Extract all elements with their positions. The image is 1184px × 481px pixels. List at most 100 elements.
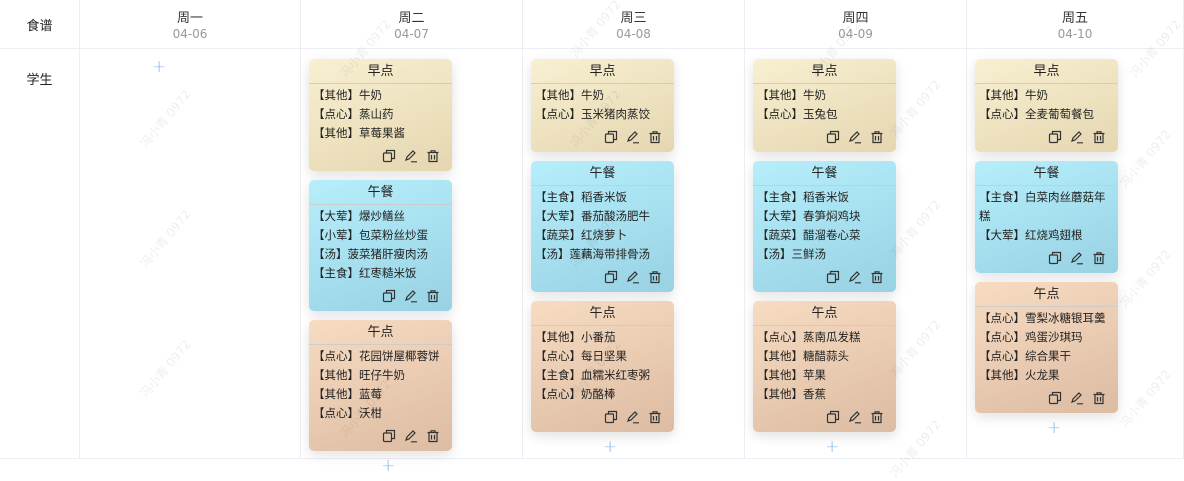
meal-title: 早点 <box>309 59 452 84</box>
delete-icon[interactable] <box>1092 391 1106 405</box>
delete-icon[interactable] <box>648 270 662 284</box>
meal-card-breakfast: 早点【其他】牛奶【点心】玉米猪肉蒸饺 <box>531 59 674 152</box>
edit-icon[interactable] <box>848 130 862 144</box>
meal-item: 【点心】奶酪棒 <box>535 387 616 401</box>
meal-item: 【大荤】爆炒鳝丝 <box>313 209 405 223</box>
meal-title: 早点 <box>753 59 896 84</box>
add-meal-button[interactable]: + <box>1047 418 1062 438</box>
day-date: 04-08 <box>616 27 651 41</box>
edit-icon[interactable] <box>626 130 640 144</box>
copy-icon[interactable] <box>604 410 618 424</box>
copy-icon[interactable] <box>826 270 840 284</box>
day-cell: 早点【其他】牛奶【点心】玉兔包午餐【主食】稻香米饭【大荤】春笋焖鸡块【蔬菜】醋溜… <box>745 49 967 459</box>
copy-icon[interactable] <box>1048 251 1062 265</box>
copy-icon[interactable] <box>382 429 396 443</box>
meal-item: 【主食】稻香米饭 <box>757 190 849 204</box>
copy-icon[interactable] <box>604 270 618 284</box>
delete-icon[interactable] <box>648 410 662 424</box>
delete-icon[interactable] <box>426 429 440 443</box>
day-cell: 早点【其他】牛奶【点心】玉米猪肉蒸饺午餐【主食】稻香米饭【大荤】番茄酸汤肥牛【蔬… <box>523 49 745 459</box>
meal-item: 【点心】沃柑 <box>313 406 382 420</box>
meal-item: 【主食】血糯米红枣粥 <box>535 368 650 382</box>
edit-icon[interactable] <box>848 270 862 284</box>
meal-item: 【汤】莲藕海带排骨汤 <box>535 247 650 261</box>
meal-item: 【小荤】包菜粉丝炒蛋 <box>313 228 428 242</box>
delete-icon[interactable] <box>426 289 440 303</box>
edit-icon[interactable] <box>626 410 640 424</box>
meal-item: 【点心】玉米猪肉蒸饺 <box>535 107 650 121</box>
meal-item: 【其他】牛奶 <box>979 88 1048 102</box>
meal-item: 【主食】红枣糙米饭 <box>313 266 417 280</box>
day-cell: 早点【其他】牛奶【点心】全麦葡萄餐包午餐【主食】白菜肉丝蘑菇年糕【大荤】红烧鸡翅… <box>967 49 1184 459</box>
edit-icon[interactable] <box>404 289 418 303</box>
meal-item: 【点心】玉兔包 <box>757 107 838 121</box>
edit-icon[interactable] <box>1070 251 1084 265</box>
meal-title: 午餐 <box>531 161 674 186</box>
delete-icon[interactable] <box>870 270 884 284</box>
meal-item: 【其他】草莓果酱 <box>313 126 405 140</box>
delete-icon[interactable] <box>1092 130 1106 144</box>
add-meal-button[interactable]: + <box>603 437 618 457</box>
edit-icon[interactable] <box>1070 391 1084 405</box>
edit-icon[interactable] <box>848 410 862 424</box>
meal-title: 午点 <box>309 320 452 345</box>
meal-item: 【其他】牛奶 <box>535 88 604 102</box>
meal-item: 【点心】蒸南瓜发糕 <box>757 330 861 344</box>
copy-icon[interactable] <box>1048 391 1062 405</box>
meal-card-lunch: 午餐【主食】稻香米饭【大荤】番茄酸汤肥牛【蔬菜】红烧萝卜【汤】莲藕海带排骨汤 <box>531 161 674 292</box>
add-meal-button[interactable]: + <box>381 456 396 476</box>
meal-item: 【蔬菜】醋溜卷心菜 <box>757 228 861 242</box>
row-label: 学生 <box>0 49 80 459</box>
meal-item: 【点心】每日坚果 <box>535 349 627 363</box>
edit-icon[interactable] <box>1070 130 1084 144</box>
corner-header: 食谱 <box>0 0 80 49</box>
day-date: 04-07 <box>394 27 429 41</box>
delete-icon[interactable] <box>426 149 440 163</box>
meal-item: 【其他】小番茄 <box>535 330 616 344</box>
meal-item: 【其他】牛奶 <box>313 88 382 102</box>
meal-title: 午餐 <box>975 161 1118 186</box>
meal-item: 【大荤】番茄酸汤肥牛 <box>535 209 650 223</box>
meal-card-lunch: 午餐【主食】白菜肉丝蘑菇年糕【大荤】红烧鸡翅根 <box>975 161 1118 273</box>
meal-item: 【主食】稻香米饭 <box>535 190 627 204</box>
meal-card-snack: 午点【点心】雪梨冰糖银耳羹【点心】鸡蛋沙琪玛【点心】综合果干【其他】火龙果 <box>975 282 1118 413</box>
meal-title: 午点 <box>753 301 896 326</box>
add-meal-button[interactable]: + <box>152 57 167 77</box>
meal-item: 【点心】雪梨冰糖银耳羹 <box>979 311 1106 325</box>
meal-card-snack: 午点【点心】花园饼屋椰蓉饼【其他】旺仔牛奶【其他】蓝莓【点心】沃柑 <box>309 320 452 451</box>
day-name: 周一 <box>176 11 203 26</box>
meal-card-breakfast: 早点【其他】牛奶【点心】蒸山药【其他】草莓果酱 <box>309 59 452 171</box>
edit-icon[interactable] <box>404 429 418 443</box>
copy-icon[interactable] <box>604 130 618 144</box>
copy-icon[interactable] <box>1048 130 1062 144</box>
delete-icon[interactable] <box>870 410 884 424</box>
copy-icon[interactable] <box>382 149 396 163</box>
meal-item: 【主食】白菜肉丝蘑菇年糕 <box>979 190 1106 223</box>
meal-item: 【其他】糖醋蒜头 <box>757 349 849 363</box>
meal-item: 【点心】综合果干 <box>979 349 1071 363</box>
meal-card-snack: 午点【其他】小番茄【点心】每日坚果【主食】血糯米红枣粥【点心】奶酪棒 <box>531 301 674 432</box>
delete-icon[interactable] <box>648 130 662 144</box>
meal-title: 午点 <box>975 282 1118 307</box>
copy-icon[interactable] <box>382 289 396 303</box>
meal-title: 午点 <box>531 301 674 326</box>
add-meal-button[interactable]: + <box>825 437 840 457</box>
copy-icon[interactable] <box>826 130 840 144</box>
copy-icon[interactable] <box>826 410 840 424</box>
meal-item: 【大荤】春笋焖鸡块 <box>757 209 861 223</box>
meal-item: 【汤】菠菜猪肝瘦肉汤 <box>313 247 428 261</box>
day-date: 04-10 <box>1057 27 1093 41</box>
meal-item: 【点心】花园饼屋椰蓉饼 <box>313 349 440 363</box>
day-name: 周二 <box>398 11 425 26</box>
meal-item: 【点心】鸡蛋沙琪玛 <box>979 330 1083 344</box>
delete-icon[interactable] <box>870 130 884 144</box>
edit-icon[interactable] <box>626 270 640 284</box>
meal-title: 午餐 <box>753 161 896 186</box>
edit-icon[interactable] <box>404 149 418 163</box>
day-date: 04-06 <box>172 27 208 41</box>
delete-icon[interactable] <box>1092 251 1106 265</box>
